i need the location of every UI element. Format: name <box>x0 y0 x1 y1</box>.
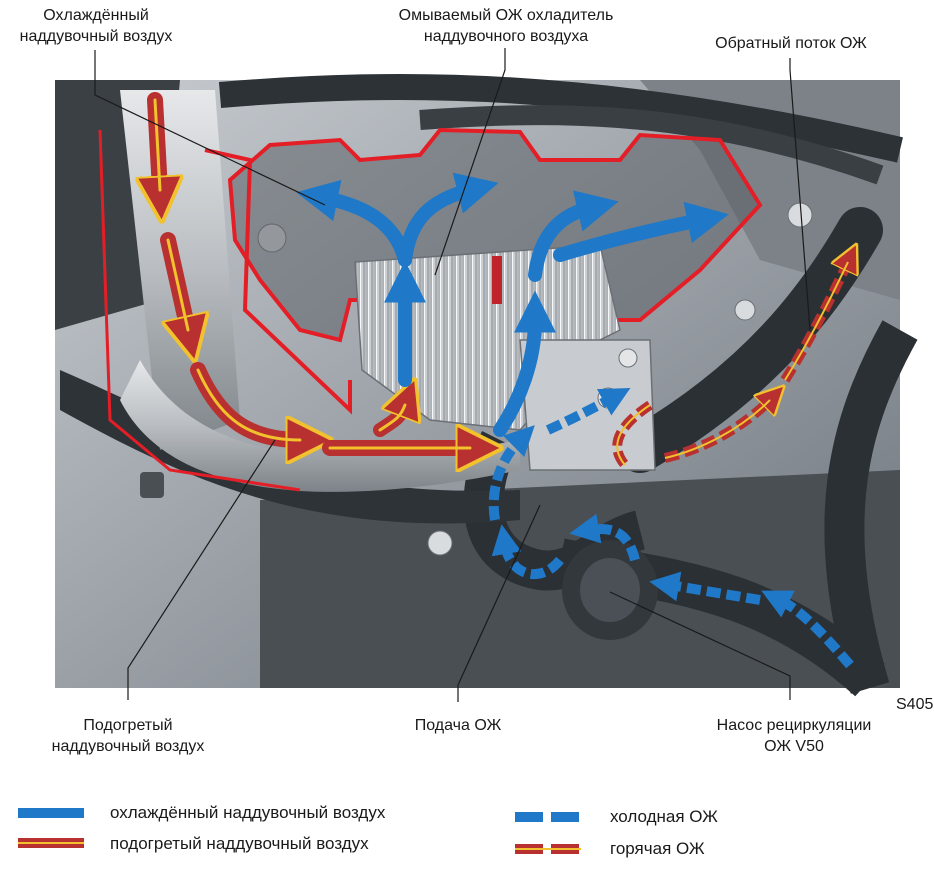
figure-code: S405 <box>896 696 934 713</box>
label-pump: Насос рециркуляции ОЖ V50 <box>716 717 872 755</box>
heated-air-flow <box>155 92 470 448</box>
cooled-air-flow <box>296 172 729 437</box>
label-heated-air: Подогретый наддувочный воздух <box>51 717 205 755</box>
label-charge-air-cooler: Омываемый ОЖ охладитель наддувочного воз… <box>398 7 614 45</box>
label-return-flow: Обратный поток ОЖ <box>715 35 867 52</box>
legend-text-hot-coolant: горячая ОЖ <box>610 839 705 858</box>
legend-text-cooled-air: охлаждённый наддувочный воздух <box>110 803 386 822</box>
legend-text-cold-coolant: холодная ОЖ <box>610 807 718 826</box>
legend-swatch-cold-coolant <box>515 812 579 822</box>
legend-swatch-heated-air <box>18 838 84 848</box>
legend-swatch-cooled-air <box>18 808 84 818</box>
legend-text-heated-air: подогретый наддувочный воздух <box>110 834 369 853</box>
leader-lines <box>94 48 811 702</box>
label-coolant-supply: Подача ОЖ <box>414 717 502 734</box>
label-cooled-air: Охлаждённый наддувочный воздух <box>19 7 173 45</box>
cold-coolant-flow <box>488 387 854 669</box>
hot-coolant-flow <box>612 262 848 469</box>
legend-swatch-hot-coolant <box>515 844 581 854</box>
